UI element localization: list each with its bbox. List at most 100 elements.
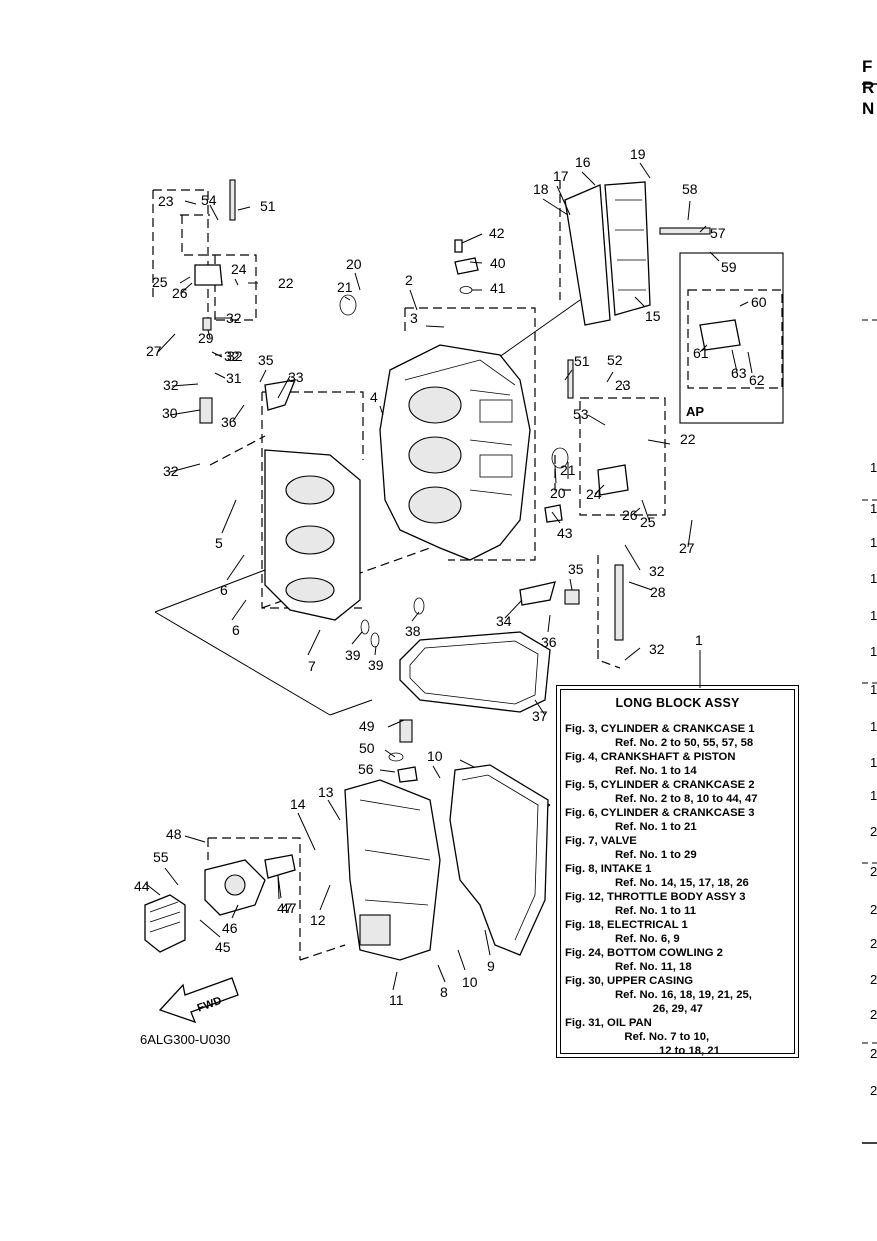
leader-line	[207, 329, 211, 339]
leader-line	[542, 198, 569, 216]
edge-digit: 1	[870, 460, 877, 475]
page-edge-rules	[862, 83, 877, 1144]
part-number-label: 53	[573, 406, 589, 422]
legend-figure-row: Fig. 4, CRANKSHAFT & PISTON	[565, 751, 736, 763]
part-number-label: 16	[575, 154, 591, 170]
legend-ref-row: Ref. No. 11, 18	[615, 961, 692, 973]
leader-line	[564, 369, 573, 381]
leader-line	[624, 544, 641, 571]
part-number-label: 24	[586, 486, 602, 502]
part-number-label: 18	[533, 181, 549, 197]
part-number-label: 14	[290, 796, 306, 812]
legend-ref-row: Ref. No. 14, 15, 17, 18, 26	[615, 877, 749, 889]
part-number-label: 6	[220, 582, 228, 598]
leader-line	[214, 372, 226, 379]
part-number-label: 30	[162, 405, 178, 421]
edge-digit: 1	[870, 682, 877, 697]
ap-label: AP	[686, 404, 704, 419]
leader-line	[587, 414, 606, 426]
part-number-label: 56	[358, 761, 374, 777]
edge-digit: 2	[870, 1083, 877, 1098]
leader-line	[164, 867, 179, 886]
part-number-label: 6	[232, 622, 240, 638]
legend-figure-row: Fig. 3, CYLINDER & CRANKCASE 1	[565, 723, 755, 735]
edge-digit: 1	[870, 788, 877, 803]
part-number-label: 39	[368, 657, 384, 673]
part-number-label: 19	[630, 146, 646, 162]
leader-line	[709, 251, 720, 262]
edge-letter: R	[862, 78, 875, 97]
leader-line	[687, 200, 691, 221]
leader-line	[169, 463, 201, 473]
part-number-label: 48	[166, 826, 182, 842]
part-number-label: 20	[346, 256, 362, 272]
leader-line	[425, 325, 445, 328]
part-number-label: 2	[405, 272, 413, 288]
part-number-label: 41	[490, 280, 506, 296]
legend-title: LONG BLOCK ASSY	[615, 696, 740, 710]
part-number-label: 47	[281, 900, 297, 916]
part-number-label: 39	[345, 647, 361, 663]
part-number-label: 32	[649, 641, 665, 657]
edge-digit: 1	[870, 535, 877, 550]
part-number-label: 51	[574, 353, 590, 369]
legend-figure-row: Fig. 18, ELECTRICAL 1	[565, 919, 688, 931]
edge-digit: 2	[870, 902, 877, 917]
part-number-label: 25	[640, 514, 656, 530]
part-number-label: 21	[560, 462, 576, 478]
part-number-label: 54	[201, 192, 217, 208]
part-number-label: 15	[645, 308, 661, 324]
leader-line	[259, 369, 267, 383]
legend-figure-row: Fig. 7, VALVE	[565, 835, 637, 847]
part-number-label: 12	[310, 912, 326, 928]
part-number-label: 32	[163, 463, 179, 479]
part-number-label: 29	[198, 330, 214, 346]
leader-line	[699, 225, 707, 233]
leader-line	[699, 344, 708, 353]
part-number-label: 25	[152, 274, 168, 290]
part-number-label: 36	[221, 414, 237, 430]
legend-inner-border	[560, 689, 795, 1054]
leader-line	[226, 554, 245, 581]
legend-figure-row: Fig. 5, CYLINDER & CRANKCASE 2	[565, 779, 755, 791]
leader-line	[231, 904, 239, 919]
leader-line	[184, 835, 206, 843]
part-number-label: 10	[427, 748, 443, 764]
edge-letter: F	[862, 57, 873, 76]
part-number-label: 7	[308, 658, 316, 674]
leader-line	[384, 749, 396, 758]
leader-line	[221, 499, 237, 534]
leader-line	[171, 383, 199, 387]
part-number-label: 52	[607, 352, 623, 368]
part-number-label: 40	[490, 255, 506, 271]
leader-line	[354, 272, 361, 291]
leader-line	[379, 769, 396, 773]
legend-figure-row: Fig. 6, CYLINDER & CRANKCASE 3	[565, 807, 755, 819]
edge-digit: 2	[870, 972, 877, 987]
leader-line	[307, 629, 321, 656]
part-number-label: 60	[751, 294, 767, 310]
legend-ref-row: Ref. No. 1 to 11	[615, 905, 696, 917]
leader-line	[634, 296, 646, 308]
part-number-label: 21	[337, 279, 353, 295]
leader-line	[624, 647, 641, 661]
part-number-label: 59	[721, 259, 737, 275]
part-number-label: 24	[231, 261, 247, 277]
leader-line	[344, 296, 351, 301]
leader-line	[534, 699, 546, 716]
leader-line	[184, 200, 197, 205]
part-number-label: 49	[359, 718, 375, 734]
part-number-label: 28	[650, 584, 666, 600]
legend-ref-row: Ref. No. 2 to 8, 10 to 44, 47	[615, 793, 758, 805]
legend-ref-row: Ref. No. 6, 9	[615, 933, 680, 945]
leader-line	[594, 484, 605, 495]
leader-line	[409, 289, 418, 311]
part-number-label: 23	[615, 377, 631, 393]
leader-line	[647, 439, 671, 445]
edge-digit: 1	[870, 608, 877, 623]
leader-line	[327, 799, 341, 821]
part-number-label: 27	[146, 343, 162, 359]
leader-line	[556, 185, 571, 216]
part-number-label: 50	[359, 740, 375, 756]
